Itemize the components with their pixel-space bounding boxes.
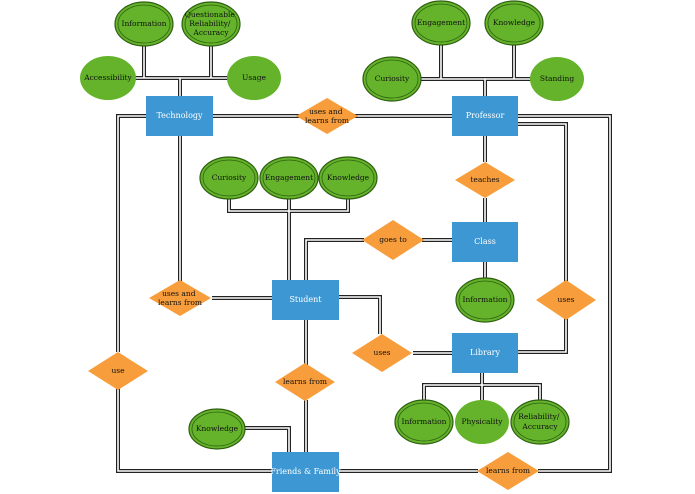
attribute-knowledge: Knowledge: [188, 408, 246, 450]
attribute-engagement: Engagement: [411, 0, 471, 46]
entity-friends-family: Friends & Family: [270, 452, 341, 492]
attribute-standing: Standing: [530, 57, 584, 101]
attribute-label: Questionable: [185, 10, 236, 19]
svg-text:Usage: Usage: [242, 73, 266, 82]
relationship-label: teaches: [470, 175, 499, 184]
attribute-label: Information: [401, 417, 446, 426]
attribute-label: Reliability/: [189, 19, 231, 28]
entity-label: Friends & Family: [270, 467, 341, 476]
svg-text:learns from: learns from: [283, 377, 327, 386]
attribute-label: Accessibility: [83, 73, 132, 82]
attribute-label: Knowledge: [196, 424, 239, 433]
relationship-label: learns from: [283, 377, 327, 386]
relationship-label: use: [111, 366, 125, 375]
relationships: uses and learns from teaches goes to use…: [88, 98, 596, 490]
relationship-uses-and-learns-from: uses and learns from: [149, 280, 211, 316]
relationship-learns-from: learns from: [477, 452, 539, 490]
svg-text:goes to: goes to: [379, 235, 407, 244]
attribute-information: Information: [394, 399, 454, 445]
relationship-label: uses: [374, 348, 391, 357]
attribute-physicality: Physicality: [455, 400, 509, 444]
entities: Technology Professor Class Student Libra…: [146, 96, 518, 492]
entity-label: Student: [289, 295, 322, 304]
relationship-label: learns from: [305, 116, 349, 125]
relationship-use: use: [88, 352, 148, 390]
attribute-label: Accuracy: [521, 422, 558, 431]
entity-label: Library: [470, 348, 500, 357]
attribute-knowledge: Knowledge: [484, 0, 544, 46]
attribute-label: Information: [462, 295, 507, 304]
attribute-curiosity: Curiosity: [362, 56, 422, 102]
attribute-reliability-accuracy: Reliability/ Accuracy: [510, 399, 570, 445]
entity-library: Library: [452, 333, 518, 373]
svg-text:uses: uses: [558, 295, 575, 304]
connector: [244, 426, 291, 452]
svg-text:Knowledge: Knowledge: [327, 173, 370, 182]
svg-text:uses and learns from: uses and learns from: [305, 107, 349, 125]
relationship-label: uses: [558, 295, 575, 304]
attribute-label: Usage: [242, 73, 266, 82]
entity-class: Class: [452, 222, 518, 262]
attribute-label: Knowledge: [493, 18, 536, 27]
relationship-goes-to: goes to: [362, 220, 424, 260]
relationship-uses: uses: [536, 280, 596, 320]
entity-label: Technology: [156, 111, 203, 120]
svg-text:use: use: [111, 366, 125, 375]
svg-text:Knowledge: Knowledge: [493, 18, 536, 27]
attribute-knowledge: Knowledge: [318, 156, 378, 200]
relationship-uses: uses: [352, 334, 412, 372]
relationship-label: learns from: [486, 466, 530, 475]
svg-text:Knowledge: Knowledge: [196, 424, 239, 433]
entity-label: Class: [474, 237, 496, 246]
attribute-information: Information: [455, 277, 515, 323]
relationship-label: uses and: [309, 107, 343, 116]
relationship-label: uses and: [162, 289, 196, 298]
svg-text:Information: Information: [121, 19, 166, 28]
attribute-accessibility: Accessibility: [80, 56, 136, 100]
entity-label: Professor: [466, 111, 505, 120]
attribute-label: Physicality: [461, 417, 503, 426]
attribute-engagement: Engagement: [259, 156, 319, 200]
svg-text:learns from: learns from: [486, 466, 530, 475]
attribute-curiosity: Curiosity: [199, 156, 259, 200]
relationship-uses-and-learns-from: uses and learns from: [296, 98, 358, 134]
svg-text:Standing: Standing: [540, 74, 574, 83]
attribute-label: Engagement: [417, 18, 465, 27]
relationship-label: learns from: [158, 298, 202, 307]
connector: [409, 45, 487, 96]
svg-text:Curiosity: Curiosity: [212, 173, 247, 182]
attributes: Information Questionable Reliability/ Ac…: [80, 0, 584, 450]
svg-text:Engagement: Engagement: [265, 173, 313, 182]
svg-text:uses: uses: [374, 348, 391, 357]
svg-text:uses and learns from: uses and learns from: [158, 289, 202, 307]
attribute-label: Curiosity: [212, 173, 247, 182]
svg-text:Curiosity: Curiosity: [375, 74, 410, 83]
entity-technology: Technology: [146, 96, 213, 136]
svg-text:Engagement: Engagement: [417, 18, 465, 27]
attribute-label: Standing: [540, 74, 574, 83]
attribute-label: Accuracy: [192, 28, 229, 37]
attribute-questionable-reliability: Questionable Reliability/ Accuracy: [181, 1, 241, 47]
attribute-label: Knowledge: [327, 173, 370, 182]
svg-text:Information: Information: [462, 295, 507, 304]
entity-student: Student: [272, 280, 339, 320]
svg-text:Information: Information: [401, 417, 446, 426]
entity-professor: Professor: [452, 96, 518, 136]
svg-text:Reliability/ Accuracy: Reliability/ Accuracy: [518, 412, 562, 431]
svg-text:teaches: teaches: [470, 175, 499, 184]
relationship-teaches: teaches: [455, 162, 515, 198]
attribute-label: Reliability/: [518, 412, 560, 421]
attribute-label: Curiosity: [375, 74, 410, 83]
connector: [518, 122, 568, 354]
svg-text:Physicality: Physicality: [461, 417, 503, 426]
relationship-learns-from: learns from: [275, 363, 335, 401]
attribute-label: Information: [121, 19, 166, 28]
relationship-label: goes to: [379, 235, 407, 244]
svg-text:Accessibility: Accessibility: [83, 73, 132, 82]
attribute-label: Engagement: [265, 173, 313, 182]
attribute-usage: Usage: [227, 56, 281, 100]
svg-text:Questionable Reliabili: Questionable Reliability/ Accuracy: [185, 10, 238, 37]
attribute-information: Information: [114, 1, 174, 47]
